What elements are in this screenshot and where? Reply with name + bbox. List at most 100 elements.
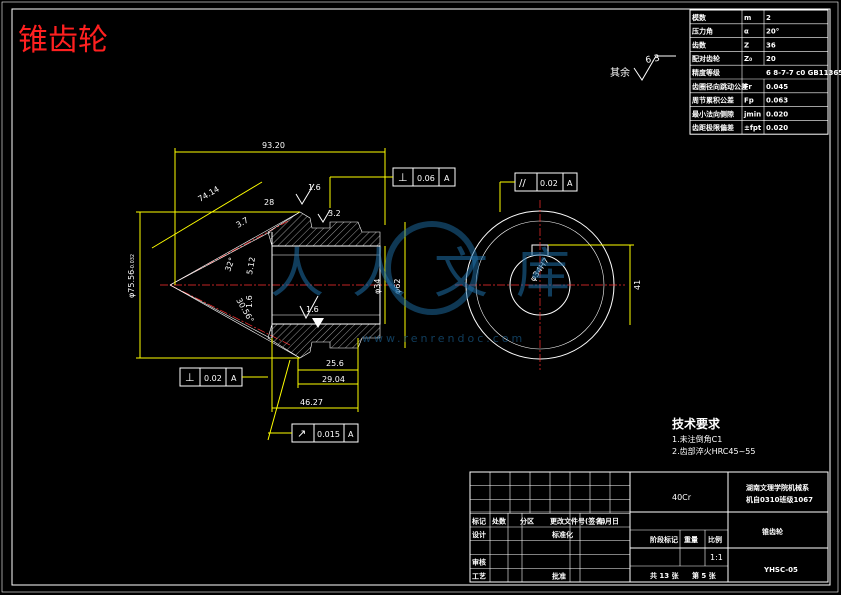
- tb-label: 审核: [472, 558, 486, 567]
- tb-sheet-no: 第 5 张: [692, 571, 717, 580]
- tol-value: 0.015: [317, 430, 340, 439]
- tech-req-heading: 技术要求: [672, 416, 721, 431]
- dim-28: 28: [264, 198, 274, 207]
- dim-37: 3.7: [235, 216, 251, 230]
- param-cell: 齿圈径向跳动公差: [692, 82, 748, 91]
- tb-sheets: 共 13 张: [650, 571, 680, 580]
- tol-datum: A: [567, 179, 573, 188]
- roughness-other-value: 6.3: [645, 54, 661, 66]
- param-cell: 最小法向侧隙: [692, 109, 734, 118]
- param-cell: 齿数: [692, 40, 707, 49]
- tb-label: 分区: [520, 516, 534, 525]
- dim-line: [151, 181, 263, 249]
- param-cell: 6 8-7-7 c0 GB11365: [766, 69, 841, 77]
- watermark-text: 人人文库: [270, 242, 598, 305]
- tb-label: 设计: [472, 530, 486, 539]
- dim-16c: 1.6: [306, 305, 319, 314]
- dim-angle-32: 32°: [223, 256, 236, 272]
- param-cell: Fp: [744, 97, 754, 105]
- tb-weight-label: 重量: [684, 535, 698, 544]
- datum-marker: [312, 318, 324, 328]
- leader-line: [267, 359, 291, 441]
- tol-value: 0.02: [204, 374, 222, 383]
- roughness-mark: [299, 295, 319, 320]
- dim-2904: 29.04: [322, 375, 345, 384]
- tolerance-frame-runout: ↗ 0.015 A: [268, 423, 359, 443]
- tb-label: 批准: [552, 571, 566, 580]
- tol-symbol: //: [519, 178, 526, 189]
- dim-32: 3.2: [328, 209, 341, 218]
- tolerance-frame-perp-006: ⊥ 0.06 A: [329, 167, 456, 208]
- roughness-mark: [295, 183, 315, 205]
- tol-cell: [562, 172, 578, 192]
- tb-label: 年月日: [598, 516, 619, 525]
- param-cell: 0.020: [766, 124, 788, 132]
- param-cell: 精度等级: [692, 68, 721, 77]
- tol-datum: A: [231, 374, 237, 383]
- tol-cell: [343, 423, 359, 443]
- param-cell: 配对齿轮: [692, 54, 720, 63]
- dim-16b: 1.6: [245, 295, 254, 308]
- dim-16a: 1.6: [308, 183, 321, 192]
- param-cell: ±fpt: [744, 124, 762, 132]
- watermark-url: www.renrendoc.com: [362, 332, 525, 345]
- roughness-other-label: 其余: [610, 66, 630, 79]
- param-cell: m: [744, 14, 751, 22]
- cone-line: [169, 211, 301, 286]
- tol-symbol: ⊥: [398, 171, 408, 184]
- cone-line: [169, 284, 301, 359]
- tol-symbol: ⊥: [185, 371, 195, 384]
- roughness-symbol: [633, 55, 676, 81]
- dim-dia-big-tol: -0.032: [130, 254, 136, 270]
- dim-dia-big: φ75.56: [127, 270, 136, 298]
- dim-dia-62: φ62: [393, 279, 402, 294]
- title-block: 40Cr 湖南文理学院机械系 机自0310班级1067 锥齿轮 YHSC-05 …: [469, 471, 829, 583]
- param-cell: 齿距极限偏差: [692, 123, 734, 132]
- tol-value: 0.06: [417, 174, 435, 183]
- param-cell: 模数: [692, 13, 707, 22]
- dim-256: 25.6: [326, 359, 344, 368]
- section-view: 93.20 74.14 28 1.6 3.2 3.7 32° 5.12 30.5…: [127, 141, 456, 443]
- param-cell: 2: [766, 14, 771, 22]
- param-cell: jmin: [743, 110, 761, 118]
- param-cell: α: [744, 28, 749, 36]
- dim-4627: 46.27: [300, 398, 323, 407]
- tb-scale-label: 比例: [708, 535, 722, 544]
- tb-label: 工艺: [472, 571, 486, 580]
- roughness-note: 其余 6.3: [610, 54, 676, 81]
- gear-section-upper: [267, 211, 381, 247]
- tol-cell: [438, 167, 456, 187]
- watermark: 人人文库 www.renrendoc.com: [270, 221, 598, 345]
- param-cell: 20: [766, 55, 776, 63]
- tb-label: 标准化: [551, 530, 573, 539]
- param-cell: Z₀: [744, 55, 752, 63]
- tb-school2: 机自0310班级1067: [746, 495, 813, 504]
- param-cell: 压力角: [692, 27, 713, 36]
- param-cell: 20°: [766, 28, 779, 36]
- param-cell: 0.045: [766, 83, 788, 91]
- tb-label: 标记: [471, 516, 486, 525]
- dim-512: 5.12: [245, 256, 257, 275]
- tol-symbol: ↗: [297, 427, 306, 440]
- param-cell: 0.063: [766, 97, 788, 105]
- inner-border: [11, 8, 831, 586]
- tech-req-item: 2.齿部淬火HRC45~55: [672, 446, 755, 456]
- tol-datum: A: [348, 430, 354, 439]
- cone-line: [169, 284, 271, 339]
- tb-school: 湖南文理学院机械系: [746, 483, 809, 492]
- watermark-ring: [385, 221, 479, 315]
- tb-stage-label: 阶段标记: [650, 535, 678, 544]
- tol-datum: A: [444, 174, 450, 183]
- tb-drawing-no: YHSC-05: [763, 566, 798, 574]
- dim-dia-34: φ34: [373, 279, 382, 294]
- param-cell: Z: [744, 41, 749, 49]
- tech-req-item: 1.未注倒角C1: [672, 434, 722, 444]
- tb-scale: 1:1: [710, 553, 723, 562]
- tolerance-frame-parallel: // 0.02 A: [499, 172, 578, 212]
- param-cell: 0.020: [766, 110, 788, 118]
- tolerance-frame-perp-002: ⊥ 0.02 A: [179, 367, 268, 387]
- param-cell: 周节累积公差: [692, 96, 734, 105]
